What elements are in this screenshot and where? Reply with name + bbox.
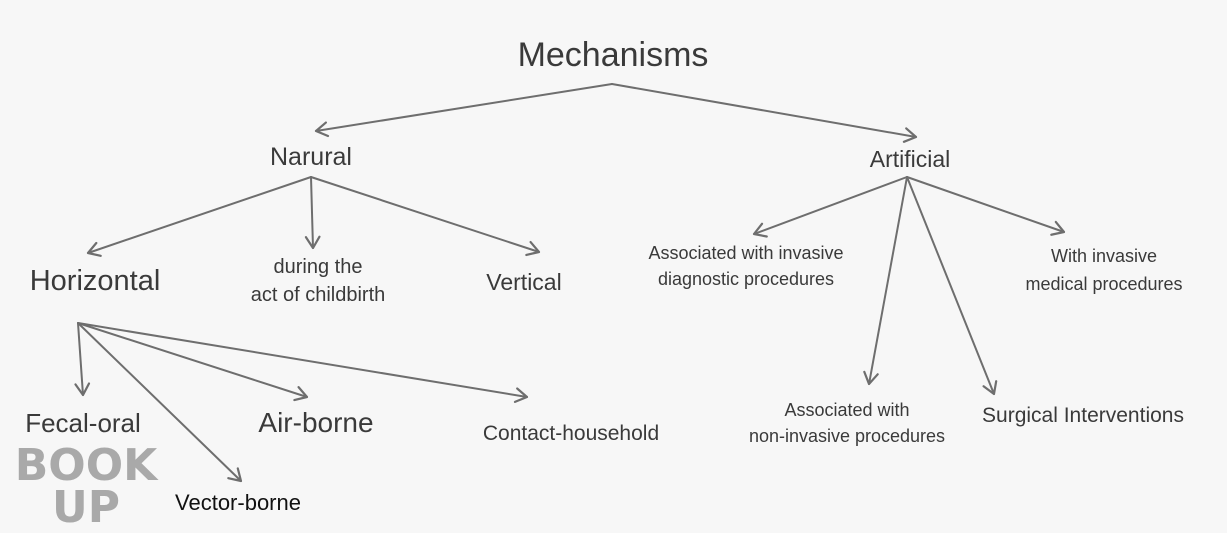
node-surgical: Surgical Interventions	[982, 404, 1184, 427]
arrowhead-vertical	[525, 240, 541, 257]
node-root: Mechanisms	[517, 36, 709, 74]
edge-root-to-artificial	[611, 83, 917, 138]
node-assoc-invasive-line-1: Associated with invasive	[648, 243, 844, 263]
node-horizontal: Horizontal	[29, 265, 161, 297]
edge-horizontal-to-air_borne	[77, 322, 308, 398]
logo-line-1: BOOK	[15, 440, 159, 491]
arrowhead-artificial	[902, 127, 918, 143]
node-natural: Narural	[270, 143, 352, 171]
logo-line-2: UP	[52, 482, 120, 526]
node-with-invasive-line-1: With invasive	[1050, 246, 1158, 266]
arrowhead-fecal_oral	[74, 382, 91, 397]
node-with-invasive: With invasive medical procedures	[1025, 242, 1182, 298]
edge-artificial-to-with_invasive	[906, 176, 1065, 233]
bookup-logo: BOOK UP	[15, 440, 159, 526]
arrowhead-childbirth	[304, 235, 321, 250]
edge-artificial-to-assoc_noninvasive	[868, 176, 908, 385]
node-childbirth: during the act of childbirth	[251, 253, 386, 309]
node-assoc-noninvasive-line-1: Associated with	[784, 400, 910, 420]
node-fecal-oral: Fecal-oral	[25, 408, 141, 438]
node-assoc-noninvasive-line-2: non-invasive procedures	[748, 426, 946, 446]
arrowhead-horizontal	[86, 241, 102, 257]
node-vertical: Vertical	[486, 269, 562, 295]
node-air-borne: Air-borne	[258, 407, 374, 438]
node-childbirth-line-1: during the	[273, 256, 363, 278]
arrowhead-assoc_invasive	[752, 222, 768, 238]
node-assoc-noninvasive: Associated with non-invasive procedures	[749, 397, 945, 449]
arrowhead-contact_household	[513, 387, 529, 404]
edge-artificial-to-surgical	[906, 176, 995, 395]
node-vector-borne: Vector-borne	[175, 490, 301, 515]
edge-natural-to-vertical	[310, 176, 540, 253]
node-artificial: Artificial	[869, 146, 951, 172]
node-contact-household: Contact-household	[482, 422, 660, 445]
edge-horizontal-to-contact_household	[77, 322, 528, 398]
edge-artificial-to-assoc_invasive	[753, 176, 908, 235]
edge-natural-to-childbirth	[310, 176, 314, 249]
edge-horizontal-to-fecal_oral	[77, 322, 84, 396]
node-assoc-invasive-line-2: diagnostic procedures	[657, 269, 835, 289]
arrowhead-with_invasive	[1050, 220, 1066, 236]
arrowhead-assoc_noninvasive	[863, 370, 879, 386]
arrowhead-surgical	[982, 380, 998, 396]
arrowhead-natural	[314, 121, 330, 138]
edge-natural-to-horizontal	[87, 176, 312, 254]
arrowhead-air_borne	[293, 386, 309, 402]
arrowhead-vector_borne	[227, 467, 243, 483]
edge-horizontal-to-vector_borne	[77, 322, 242, 482]
node-childbirth-line-2: act of childbirth	[250, 284, 386, 306]
node-assoc-invasive: Associated with invasive diagnostic proc…	[648, 240, 843, 292]
node-with-invasive-line-2: medical procedures	[1025, 274, 1183, 294]
edge-root-to-natural	[315, 83, 613, 132]
